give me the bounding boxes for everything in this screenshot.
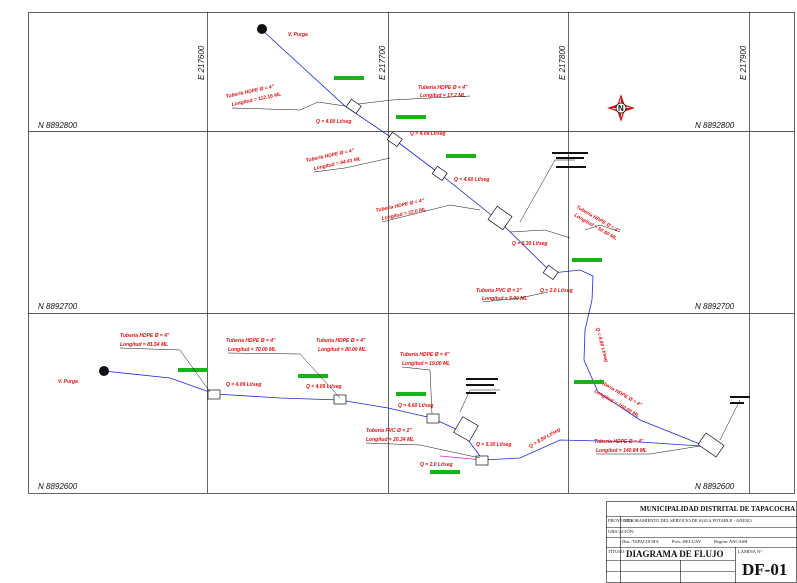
fitting-icon — [345, 98, 725, 458]
region-value: ÁNCASH — [729, 539, 748, 544]
pipe-spec-label: Tubería HDPE Ø = 4" — [418, 85, 468, 91]
flow-label: Q = 4.00 Lt/seg — [316, 119, 351, 125]
coordinate-grid — [28, 12, 795, 494]
location-label: UBICACIÓN: — [608, 529, 634, 534]
flow-label: Q = 8.80 Lt/seg — [594, 327, 609, 363]
pipe-length-label: Longitud = 20.34 ML — [366, 437, 414, 443]
flow-label: Q = 5.30 Lt/seg — [512, 241, 547, 247]
region-label: Región: — [714, 539, 728, 544]
upper-pipeline — [261, 29, 706, 447]
pipe-spec-label: Tubería PVC Ø = 2" — [366, 428, 412, 434]
project-label: PROYECTO: — [608, 518, 633, 523]
green-tag — [178, 368, 604, 474]
note-block — [552, 152, 750, 404]
drawing-title: DIAGRAMA DE FLUJO — [626, 549, 724, 559]
pipe-spec-label: Tubería PVC Ø = 2" — [476, 288, 522, 294]
pipe-length-label: Longitud = 80.00 ML — [318, 347, 366, 353]
flow-label: Q = 4.60 Lt/seg — [454, 177, 489, 183]
grid-north-label: N 8892800 — [38, 121, 78, 130]
grid-east-label: E 217600 — [197, 45, 206, 80]
title-label: TÍTULO: — [608, 549, 626, 554]
green-tag — [334, 76, 602, 262]
sheet-number: DF-01 — [742, 560, 787, 579]
svg-text:N: N — [618, 104, 624, 113]
pipe-length-label: Longitud = 70.00 ML — [228, 347, 276, 353]
pipe-length-label: Longitud = 19.00 ML — [402, 361, 450, 367]
district-label: Dist.: — [622, 539, 632, 544]
flow-label: Q = 4.09 Lt/seg — [410, 131, 445, 137]
leader-line — [231, 95, 741, 441]
pipe-spec-label: Tubería HDPE Ø = 4" — [226, 338, 276, 344]
grid-north-label: N 8892800 — [695, 121, 735, 130]
project-name: MEJORAMIENTO DEL SERVICIO DE AGUA POTABL… — [624, 518, 752, 523]
organization-name: MUNICIPALIDAD DISTRITAL DE TAPACOCHA — [640, 505, 795, 513]
purge-valve-label: V. Purga — [58, 379, 78, 385]
flow-label: Q = 8.80 Lt/seg — [528, 427, 562, 450]
pipe-length-label: Longitud = 140.84 ML — [596, 448, 647, 454]
grid-north-label: N 8892700 — [695, 302, 735, 311]
grid-east-label: E 217800 — [558, 45, 567, 80]
district-value: TAPACOCHA — [632, 539, 659, 544]
grid-north-label: N 8892600 — [695, 482, 735, 491]
purge-valve-icon — [99, 366, 109, 376]
note-block — [466, 378, 498, 394]
pipe-spec-label: Tubería HDPE Ø = 4" — [400, 352, 450, 358]
grid-north-label: N 8892700 — [38, 302, 78, 311]
pipe-length-label: Longitud = 17.2 ML — [420, 93, 465, 99]
grid-east-label: E 217700 — [378, 45, 387, 80]
purge-valve-icon — [257, 24, 267, 34]
sheet-label: LÁMINA N°: — [738, 549, 763, 554]
flow-label: Q = 2.0 Lt/seg — [420, 462, 453, 468]
pipe-length-label: Longitud = 5.00 ML — [482, 296, 527, 302]
fitting-icon — [207, 389, 489, 466]
pipe-length-label: Longitud = 81.54 ML — [120, 342, 168, 348]
leader-line — [119, 347, 701, 459]
flow-label: Q = 4.60 Lt/seg — [398, 403, 433, 409]
pipe-spec-label: Tubería HDPE Ø = 4" — [120, 333, 170, 339]
flow-label: Q = 5.30 Lt/seg — [476, 442, 511, 448]
flow-label: Q = 4.09 Lt/seg — [226, 382, 261, 388]
pipe-spec-label: Tubería HDPE Ø = 4" — [316, 338, 366, 344]
flow-label: Q = 4.09 Lt/seg — [306, 384, 341, 390]
north-arrow-icon: N — [607, 94, 635, 122]
pipe-spec-label: Tubería HDPE Ø = 4" — [594, 439, 644, 445]
province-label: Prov.: — [672, 539, 683, 544]
purge-valve-label: V. Purga — [288, 32, 308, 38]
province-value: RECUAY — [683, 539, 702, 544]
grid-east-label: E 217900 — [739, 45, 748, 80]
flow-label: Q = 2.0 Lt/seg — [540, 288, 573, 294]
grid-north-label: N 8892600 — [38, 482, 78, 491]
